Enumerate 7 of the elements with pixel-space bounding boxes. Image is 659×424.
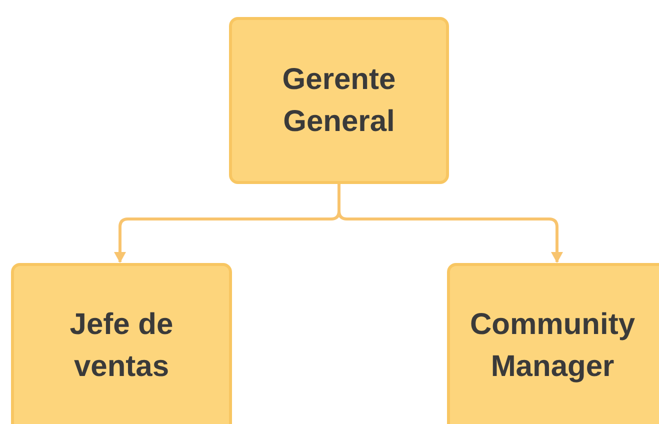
org-chart-box	[229, 17, 449, 184]
org-chart-box	[447, 263, 659, 424]
connector-arrow	[338, 184, 563, 263]
role-title: Community Manager	[469, 307, 636, 385]
org-chart-box	[11, 263, 232, 424]
role-title: Gerente General	[281, 62, 397, 140]
role-title: Jefe de ventas	[68, 307, 174, 385]
